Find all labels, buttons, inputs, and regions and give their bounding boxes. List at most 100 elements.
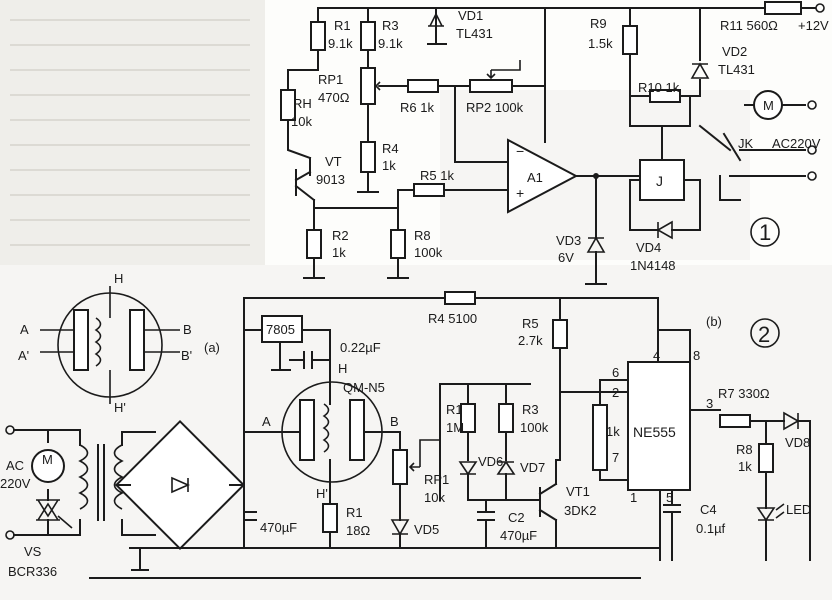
reg-7805-label: 7805 xyxy=(266,322,295,337)
sensor-b: B xyxy=(183,322,192,337)
r2-value: 1k xyxy=(332,245,346,260)
r1-resistor xyxy=(310,21,326,51)
vd4-value: 1N4148 xyxy=(630,258,676,273)
sensor-a-prime: A' xyxy=(18,348,29,363)
vt-name: VT xyxy=(325,154,342,169)
r4-value: 1k xyxy=(382,158,396,173)
r1-name: R1 xyxy=(334,18,351,33)
opamp-minus: − xyxy=(516,143,524,159)
r8-resistor xyxy=(390,229,406,259)
c2-value: 470µF xyxy=(500,528,537,543)
r8b-value: 1k xyxy=(738,459,752,474)
rh-name: RH xyxy=(293,96,312,111)
rp1-name: RP1 xyxy=(318,72,343,87)
r4b-resistor xyxy=(444,291,476,305)
rh-value: 10k xyxy=(291,114,312,129)
cap-022-label: 0.22µF xyxy=(340,340,381,355)
r8-name: R8 xyxy=(414,228,431,243)
vd5-label: VD5 xyxy=(414,522,439,537)
r1c-value: 18Ω xyxy=(346,523,370,538)
qm-n5-label: QM-N5 xyxy=(343,380,385,395)
r1b-name: R1 xyxy=(446,402,463,417)
r3b-resistor xyxy=(498,403,514,433)
sensor-symbol-a xyxy=(40,286,180,404)
r1b-value: 1M xyxy=(446,420,464,435)
r3-resistor xyxy=(360,21,376,51)
r9-name: R9 xyxy=(590,16,607,31)
ac-top-label: AC220V xyxy=(772,136,821,151)
r5b-value: 2.7k xyxy=(518,333,543,348)
vd3-name: VD3 xyxy=(556,233,581,248)
vd1-name: VD1 xyxy=(458,8,483,23)
qm-h-prime-label: H' xyxy=(316,486,328,501)
r5b-name: R5 xyxy=(522,316,539,331)
vd7-label: VD7 xyxy=(520,460,545,475)
component-labels: R1 9.1k R3 9.1k VD1 TL431 R9 1.5k R11 56… xyxy=(0,8,829,579)
rp1b-pot xyxy=(392,449,408,485)
circuit-number-2 xyxy=(750,318,780,348)
r9-value: 1.5k xyxy=(588,36,613,51)
led-label: LED xyxy=(786,502,811,517)
rh-resistor xyxy=(280,89,296,121)
r3-name: R3 xyxy=(382,18,399,33)
r3b-value: 100k xyxy=(520,420,549,435)
ne-pin-3: 3 xyxy=(706,396,713,411)
r7-label: R7 330Ω xyxy=(718,386,770,401)
a1-label: A1 xyxy=(527,170,543,185)
r8-value: 100k xyxy=(414,245,443,260)
qm-b-label: B xyxy=(390,414,399,429)
c2-name: C2 xyxy=(508,510,525,525)
ac-left-voltage: 220V xyxy=(0,476,31,491)
v12-terminal xyxy=(815,3,825,13)
r10-label: R10 1k xyxy=(638,80,680,95)
vd8-label: VD8 xyxy=(785,435,810,450)
vd6-label: VD6 xyxy=(478,454,503,469)
vd4-name: VD4 xyxy=(636,240,661,255)
rp1-value: 470Ω xyxy=(318,90,350,105)
circuit-number-1 xyxy=(750,217,780,247)
circle-1-label: 1 xyxy=(759,220,771,245)
vt1-value: 3DK2 xyxy=(564,503,597,518)
circle-2-label: 2 xyxy=(758,322,770,347)
vt1-name: VT1 xyxy=(566,484,590,499)
r1-value: 9.1k xyxy=(328,36,353,51)
bridge-rectifier xyxy=(114,419,246,551)
r4b-label: R4 5100 xyxy=(428,311,477,326)
relay-j-label: J xyxy=(656,173,663,189)
r9-resistor xyxy=(622,25,638,55)
figure-b-label: (b) xyxy=(706,314,722,329)
r8b-name: R8 xyxy=(736,442,753,457)
r6-label: R6 1k xyxy=(400,100,434,115)
sensor-a: A xyxy=(20,322,29,337)
vs-name: VS xyxy=(24,544,42,559)
ne-pin-7: 7 xyxy=(612,450,619,465)
r3b-name: R3 xyxy=(522,402,539,417)
rp1-pot xyxy=(360,67,376,105)
sensor-h-top: H xyxy=(114,271,123,286)
sensor-h-prime: H' xyxy=(114,400,126,415)
vd3-value: 6V xyxy=(558,250,574,265)
motor-m-left xyxy=(31,449,65,483)
v12-label: +12V xyxy=(798,18,829,33)
circuit-2 xyxy=(5,291,811,579)
ne-pin-2: 2 xyxy=(612,385,619,400)
qm-h-label: H xyxy=(338,361,347,376)
ne555-label: NE555 xyxy=(633,424,676,440)
r7-resistor xyxy=(719,414,751,428)
r1c-resistor xyxy=(322,503,338,533)
motor-m-top xyxy=(753,90,783,120)
ne-pin-6: 6 xyxy=(612,365,619,380)
motor-top-label: M xyxy=(763,98,774,113)
c4-value: 0.1µf xyxy=(696,521,726,536)
vd2-value: TL431 xyxy=(718,62,755,77)
c470a-label: 470µF xyxy=(260,520,297,535)
vt-value: 9013 xyxy=(316,172,345,187)
vd1-value: TL431 xyxy=(456,26,493,41)
r-1k-label: 1k xyxy=(606,424,620,439)
opamp-plus: + xyxy=(516,185,524,201)
r1c-name: R1 xyxy=(346,505,363,520)
rp2-pot xyxy=(469,79,513,93)
vs-value: BCR336 xyxy=(8,564,57,579)
